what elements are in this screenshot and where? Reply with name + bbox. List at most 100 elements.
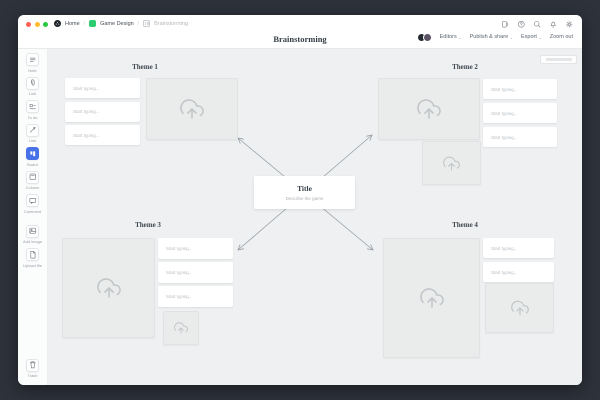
center-title-card[interactable]: Title Describe the game bbox=[254, 176, 355, 209]
note-card[interactable]: Start typing... bbox=[483, 127, 557, 147]
note-card[interactable]: Start typing... bbox=[483, 79, 557, 99]
image-upload-placeholder[interactable] bbox=[62, 238, 155, 338]
chevron-down-icon: ⌄ bbox=[538, 34, 542, 40]
tool-label: Comment bbox=[23, 208, 42, 214]
tool-label: Board bbox=[27, 161, 38, 167]
image-upload-placeholder[interactable] bbox=[163, 311, 199, 345]
image-upload-placeholder[interactable] bbox=[422, 141, 481, 185]
tool-label: Line bbox=[28, 138, 37, 143]
paperclip-icon bbox=[30, 79, 35, 86]
note-placeholder-text: Start typing... bbox=[491, 134, 518, 140]
milanote-logo-icon[interactable] bbox=[54, 20, 61, 27]
zoom-out-label: Zoom out bbox=[549, 34, 573, 40]
note-card[interactable]: Start typing... bbox=[65, 78, 140, 98]
board-icon bbox=[143, 20, 151, 27]
tool-label: Link bbox=[28, 91, 37, 96]
breadcrumb-home[interactable]: Home bbox=[65, 20, 80, 27]
gear-icon[interactable] bbox=[565, 20, 574, 29]
theme-2-header[interactable]: Theme 2 bbox=[452, 63, 478, 71]
cloud-upload-icon bbox=[174, 322, 188, 334]
trash-icon bbox=[29, 361, 36, 369]
device-icon[interactable] bbox=[501, 20, 510, 29]
cloud-upload-icon bbox=[180, 99, 204, 119]
trash-target[interactable]: Trash bbox=[26, 358, 39, 378]
note-card[interactable]: Start typing... bbox=[483, 103, 557, 123]
export-label: Export bbox=[521, 34, 537, 40]
note-placeholder-text: Start typing... bbox=[491, 110, 518, 116]
note-placeholder-text: Start typing... bbox=[491, 86, 518, 92]
note-icon bbox=[29, 57, 36, 62]
note-card[interactable]: Start typing... bbox=[158, 238, 233, 259]
chevron-down-icon: ⌄ bbox=[458, 34, 462, 40]
note-placeholder-text: Start typing... bbox=[166, 294, 193, 299]
tool-label: Upload file bbox=[23, 262, 42, 268]
breadcrumb: Home / Game Design / Brainstorming bbox=[54, 20, 188, 27]
center-card-subtitle: Describe the game bbox=[285, 196, 324, 201]
note-placeholder-text: Start typing... bbox=[73, 85, 100, 91]
minimap-badge[interactable] bbox=[540, 55, 577, 64]
note-placeholder-text: Start typing... bbox=[166, 270, 193, 275]
project-icon bbox=[89, 20, 97, 27]
minimize-button[interactable] bbox=[34, 22, 40, 27]
cloud-upload-icon bbox=[417, 99, 441, 119]
breadcrumb-board[interactable]: Brainstorming bbox=[154, 20, 189, 27]
header-bar: Home / Game Design / Brainstorming Brain… bbox=[18, 15, 582, 49]
breadcrumb-separator: / bbox=[137, 20, 140, 27]
tool-label: Trash bbox=[27, 373, 38, 378]
note-placeholder-text: Start typing... bbox=[491, 245, 518, 251]
image-upload-placeholder[interactable] bbox=[383, 238, 480, 358]
window-controls bbox=[26, 22, 48, 27]
center-card-title: Title bbox=[297, 184, 312, 193]
tool-column[interactable]: Column bbox=[26, 170, 39, 190]
search-icon[interactable] bbox=[533, 20, 542, 29]
theme-1-header[interactable]: Theme 1 bbox=[132, 63, 158, 71]
chevron-down-icon: ⌄ bbox=[509, 34, 513, 40]
image-icon bbox=[29, 228, 36, 234]
todo-icon bbox=[29, 103, 36, 109]
tool-sidebar: Note Link To do Line Board Column bbox=[18, 48, 48, 385]
avatar bbox=[422, 32, 432, 42]
tool-todo[interactable]: To do bbox=[26, 100, 39, 120]
cloud-upload-icon bbox=[419, 288, 444, 308]
cloud-upload-icon bbox=[96, 278, 121, 298]
tool-add-image[interactable]: Add image bbox=[23, 224, 42, 244]
editors-dropdown[interactable]: Editors ⌄ bbox=[440, 34, 462, 40]
image-upload-placeholder[interactable] bbox=[485, 283, 554, 333]
bell-icon[interactable] bbox=[549, 20, 558, 29]
close-button[interactable] bbox=[26, 22, 31, 27]
image-upload-placeholder[interactable] bbox=[146, 78, 238, 140]
breadcrumb-separator: / bbox=[83, 20, 86, 27]
note-placeholder-text: Start typing... bbox=[491, 269, 518, 275]
tool-link[interactable]: Link bbox=[26, 76, 39, 96]
note-card[interactable]: Start typing... bbox=[65, 101, 140, 122]
fullscreen-button[interactable] bbox=[43, 22, 48, 27]
tool-upload-file[interactable]: Upload file bbox=[23, 248, 42, 268]
line-icon bbox=[29, 127, 36, 133]
note-card[interactable]: Start typing... bbox=[65, 125, 140, 145]
theme-4-header[interactable]: Theme 4 bbox=[452, 221, 478, 229]
note-card[interactable]: Start typing... bbox=[158, 262, 233, 283]
tool-comment[interactable]: Comment bbox=[24, 194, 41, 214]
publish-share-dropdown[interactable]: Publish & share ⌄ bbox=[470, 34, 513, 40]
tool-note[interactable]: Note bbox=[26, 53, 39, 73]
help-icon[interactable] bbox=[517, 20, 526, 29]
breadcrumb-project[interactable]: Game Design bbox=[100, 20, 134, 27]
publish-share-label: Publish & share bbox=[469, 34, 509, 40]
tool-line[interactable]: Line bbox=[26, 123, 39, 143]
cloud-upload-icon bbox=[443, 156, 460, 170]
theme-3-header[interactable]: Theme 3 bbox=[135, 221, 161, 229]
export-dropdown[interactable]: Export ⌄ bbox=[521, 34, 542, 40]
editors-label: Editors bbox=[439, 34, 457, 40]
page-title: Brainstorming bbox=[273, 34, 327, 44]
header-icon-row bbox=[501, 20, 574, 29]
image-upload-placeholder[interactable] bbox=[378, 78, 480, 140]
tool-board[interactable]: Board bbox=[26, 147, 39, 167]
zoom-out-button[interactable]: Zoom out bbox=[550, 34, 573, 40]
comment-icon bbox=[29, 197, 36, 204]
note-card[interactable]: Start typing... bbox=[158, 286, 233, 307]
editor-avatars[interactable] bbox=[416, 32, 432, 42]
note-card[interactable]: Start typing... bbox=[483, 238, 554, 258]
board-canvas[interactable]: Theme 1 Theme 2 Theme 3 Theme 4 Start ty… bbox=[48, 48, 582, 385]
note-card[interactable]: Start typing... bbox=[483, 262, 554, 282]
